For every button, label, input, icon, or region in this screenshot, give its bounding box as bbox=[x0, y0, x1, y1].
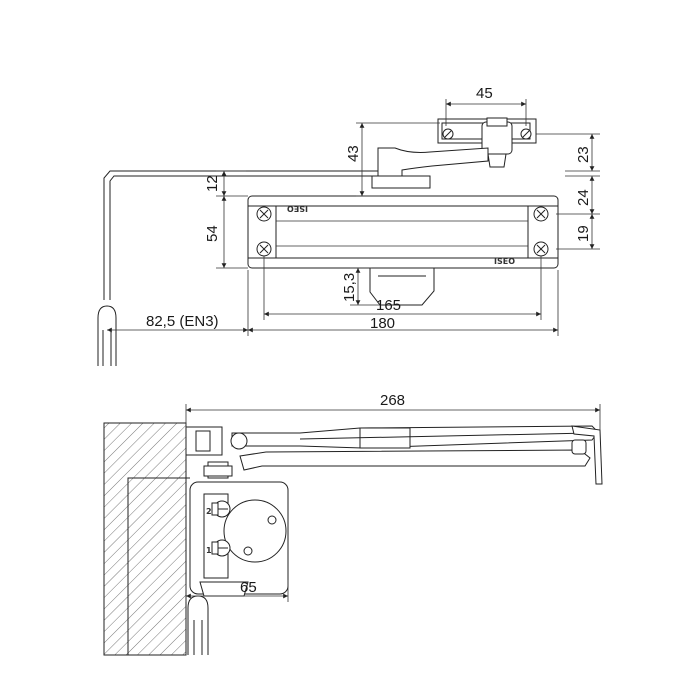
valve-2: 2 bbox=[206, 500, 231, 518]
dim-label-65: 65 bbox=[240, 579, 257, 596]
dim-label-54: 54 bbox=[204, 225, 221, 242]
valve-housing bbox=[369, 267, 435, 306]
side-closer-body bbox=[189, 481, 289, 597]
side-pendant bbox=[187, 595, 209, 655]
dim-right-side: 23 24 19 bbox=[536, 133, 600, 250]
dim-horizontal-bottom: 165 180 bbox=[247, 256, 559, 336]
dim-label-82-5: 82,5 (EN3) bbox=[146, 313, 219, 330]
dim-label-15-3: 15,3 bbox=[341, 273, 358, 302]
dim-label-180: 180 bbox=[370, 315, 395, 332]
dim-label-12: 12 bbox=[204, 175, 221, 192]
valve-1: 1 bbox=[206, 539, 231, 557]
dim-left-side: 12 54 bbox=[204, 170, 248, 269]
top-view: ISEO ISEO 45 43 bbox=[97, 85, 600, 366]
side-arm bbox=[231, 425, 603, 485]
dim-label-24: 24 bbox=[575, 189, 592, 206]
body-screw-top-left bbox=[256, 206, 272, 222]
brand-mark-upper: ISEO bbox=[287, 204, 308, 213]
dim-label-45: 45 bbox=[476, 85, 493, 102]
arm-pendant bbox=[97, 305, 117, 366]
body-screw-bottom-right bbox=[533, 241, 549, 257]
valve-1-label: 1 bbox=[206, 546, 212, 555]
dim-body-depth: 65 bbox=[185, 579, 289, 602]
dim-label-43: 43 bbox=[345, 145, 362, 162]
brand-mark-lower: ISEO bbox=[494, 257, 515, 266]
dim-label-268: 268 bbox=[380, 392, 405, 409]
body-screw-bottom-left bbox=[256, 241, 272, 257]
valve-2-label: 2 bbox=[206, 507, 212, 516]
dim-valve-height: 15,3 bbox=[341, 267, 382, 306]
bracket-shoe bbox=[437, 117, 537, 168]
side-arm-shoe bbox=[185, 426, 248, 479]
dim-arm-reach: 82,5 (EN3) bbox=[107, 313, 248, 333]
dim-label-165: 165 bbox=[376, 297, 401, 314]
dim-label-19: 19 bbox=[575, 225, 592, 242]
dim-label-23: 23 bbox=[575, 146, 592, 163]
body-screw-top-right bbox=[533, 206, 549, 222]
dim-arm-height: 43 bbox=[345, 122, 440, 197]
side-view: 2 1 268 65 bbox=[103, 392, 603, 656]
dim-bracket-width: 45 bbox=[445, 85, 527, 126]
frame-section bbox=[103, 422, 190, 656]
link-arm bbox=[371, 147, 489, 189]
dim-arm-length: 268 bbox=[185, 392, 601, 430]
